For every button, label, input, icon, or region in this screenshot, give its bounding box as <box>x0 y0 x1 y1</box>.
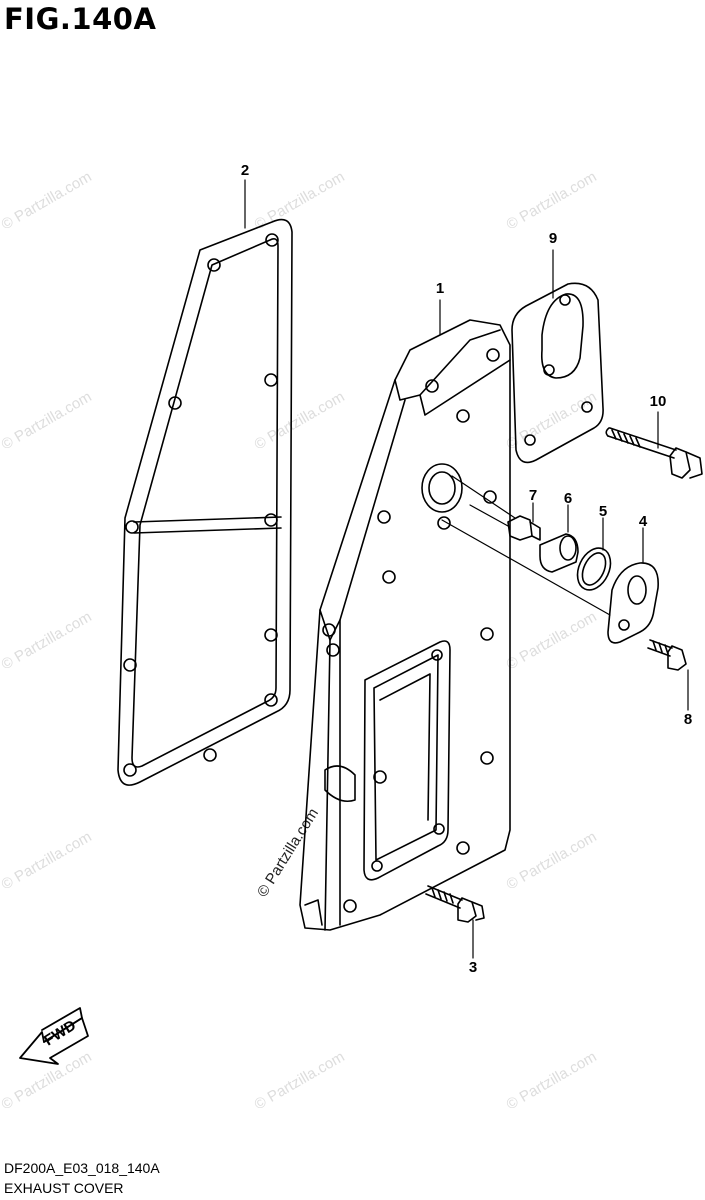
callout-8: 8 <box>684 711 692 728</box>
watermark: © Partzilla.com <box>504 168 600 233</box>
bolt-part-8 <box>647 639 687 671</box>
figure-title: FIG.140A <box>4 2 157 36</box>
watermark-overlay: © Partzilla.com <box>254 805 322 900</box>
callout-5: 5 <box>599 503 607 520</box>
callout-10: 10 <box>650 393 667 410</box>
leader-lines <box>244 179 689 959</box>
watermark: © Partzilla.com <box>504 608 600 673</box>
diagram-code: DF200A_E03_018_140A <box>4 1160 160 1176</box>
watermark: © Partzilla.com <box>0 608 95 673</box>
collar-part-6 <box>539 533 579 573</box>
watermark: © Partzilla.com <box>252 1048 348 1113</box>
watermark: © Partzilla.com <box>0 1048 95 1113</box>
watermark: © Partzilla.com <box>504 1048 600 1113</box>
exhaust-cover-part-1 <box>299 319 511 931</box>
watermark: © Partzilla.com <box>504 828 600 893</box>
callout-4: 4 <box>639 513 648 530</box>
bolt-part-3 <box>425 885 485 923</box>
callout-1: 1 <box>436 280 444 297</box>
gasket-part-2 <box>117 218 293 786</box>
callout-9: 9 <box>549 230 557 247</box>
diagram-name: EXHAUST COVER <box>4 1180 124 1196</box>
watermark: © Partzilla.com <box>252 388 348 453</box>
watermark: © Partzilla.com <box>0 168 95 233</box>
forward-direction-arrow <box>19 1007 89 1065</box>
callout-2: 2 <box>241 162 249 179</box>
watermark: © Partzilla.com <box>504 388 600 453</box>
bolt-part-10 <box>605 427 703 479</box>
assembly-guide-lines <box>441 475 611 616</box>
watermark: © Partzilla.com <box>0 828 95 893</box>
bolt-part-7 <box>507 515 541 541</box>
callout-7: 7 <box>529 487 537 504</box>
callout-6: 6 <box>564 490 572 507</box>
callout-3: 3 <box>469 959 477 976</box>
watermark: © Partzilla.com <box>0 388 95 453</box>
flange-part-4 <box>607 562 659 644</box>
cover-plate-part-9 <box>511 282 604 464</box>
